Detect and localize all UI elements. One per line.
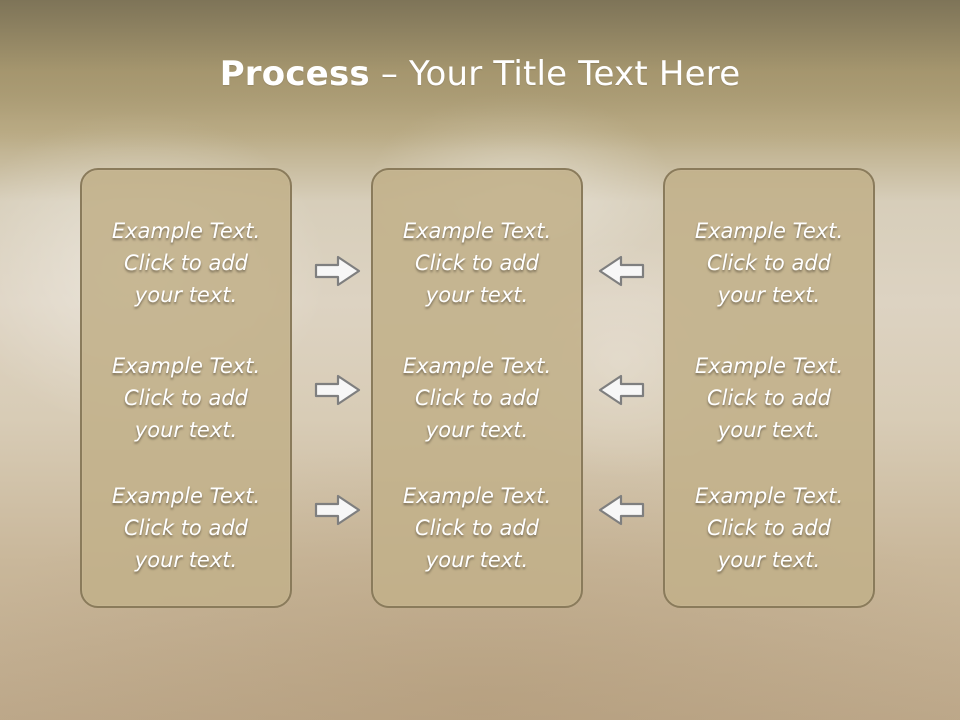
arrow-right-icon <box>314 492 362 528</box>
left-block-2-line-2: Click to add <box>123 386 248 410</box>
title-rest-text: – Your Title Text Here <box>369 54 741 94</box>
left-block-3-line-2: Click to add <box>123 516 248 540</box>
center-text-block-1[interactable]: Example Text. Click to add your text. <box>373 215 581 311</box>
center-block-2-line-1: Example Text. <box>402 354 552 378</box>
arrow-left-icon <box>597 372 645 408</box>
center-text-block-2[interactable]: Example Text. Click to add your text. <box>373 350 581 446</box>
right-block-1-line-2: Click to add <box>706 251 831 275</box>
right-text-block-1[interactable]: Example Text. Click to add your text. <box>665 215 873 311</box>
left-block-1-line-2: Click to add <box>123 251 248 275</box>
right-block-3-line-1: Example Text. <box>694 484 844 508</box>
right-block-2-line-3: your text. <box>717 418 821 442</box>
right-block-3-line-2: Click to add <box>706 516 831 540</box>
arrow-right-icon <box>314 372 362 408</box>
left-text-block-3[interactable]: Example Text. Click to add your text. <box>82 480 290 576</box>
right-block-3-line-3: your text. <box>717 548 821 572</box>
arrow-left-icon <box>597 253 645 289</box>
page-title: Process – Your Title Text Here <box>0 52 960 96</box>
left-block-3-line-3: your text. <box>134 548 238 572</box>
center-block-3-line-3: your text. <box>425 548 529 572</box>
right-block-1-line-1: Example Text. <box>694 219 844 243</box>
right-text-block-2[interactable]: Example Text. Click to add your text. <box>665 350 873 446</box>
title-banner <box>0 0 960 150</box>
right-block-2-line-2: Click to add <box>706 386 831 410</box>
process-panel-left: Example Text. Click to add your text. Ex… <box>80 168 292 608</box>
left-block-3-line-1: Example Text. <box>111 484 261 508</box>
left-block-1-line-1: Example Text. <box>111 219 261 243</box>
left-text-block-2[interactable]: Example Text. Click to add your text. <box>82 350 290 446</box>
process-panel-right: Example Text. Click to add your text. Ex… <box>663 168 875 608</box>
title-bold-text: Process <box>219 54 370 94</box>
right-block-2-line-1: Example Text. <box>694 354 844 378</box>
center-block-3-line-1: Example Text. <box>402 484 552 508</box>
center-block-2-line-3: your text. <box>425 418 529 442</box>
center-text-block-3[interactable]: Example Text. Click to add your text. <box>373 480 581 576</box>
center-block-1-line-1: Example Text. <box>402 219 552 243</box>
left-block-1-line-3: your text. <box>134 283 238 307</box>
center-block-1-line-3: your text. <box>425 283 529 307</box>
center-block-2-line-2: Click to add <box>414 386 539 410</box>
left-text-block-1[interactable]: Example Text. Click to add your text. <box>82 215 290 311</box>
left-block-2-line-1: Example Text. <box>111 354 261 378</box>
arrow-right-icon <box>314 253 362 289</box>
right-block-1-line-3: your text. <box>717 283 821 307</box>
process-panel-center: Example Text. Click to add your text. Ex… <box>371 168 583 608</box>
left-block-2-line-3: your text. <box>134 418 238 442</box>
center-block-1-line-2: Click to add <box>414 251 539 275</box>
arrow-left-icon <box>597 492 645 528</box>
right-text-block-3[interactable]: Example Text. Click to add your text. <box>665 480 873 576</box>
center-block-3-line-2: Click to add <box>414 516 539 540</box>
